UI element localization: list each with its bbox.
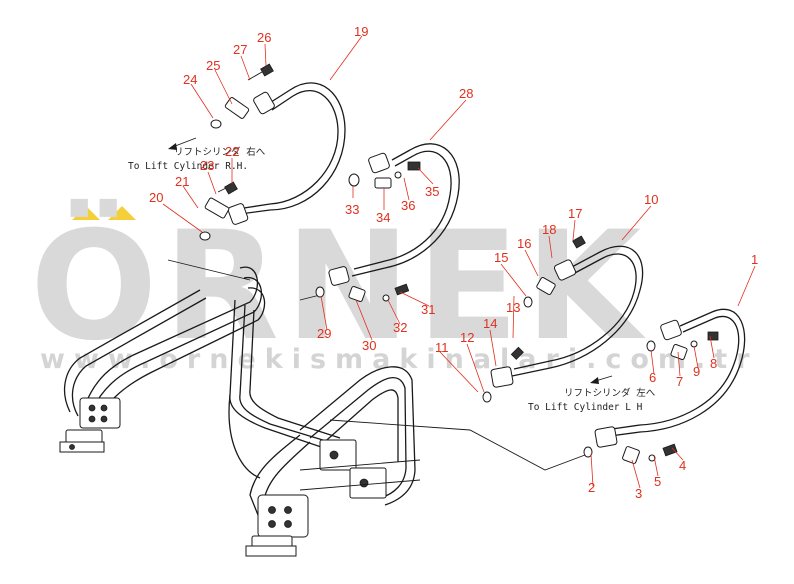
- callout-36: 36: [401, 198, 415, 213]
- callout-12: 12: [460, 330, 474, 345]
- callout-26: 26: [257, 30, 271, 45]
- frame-piping: [63, 259, 586, 523]
- watermark-accent-left: [72, 206, 100, 220]
- watermark-url: www.ornekismakinalari.com.tr: [40, 344, 759, 375]
- callout-31: 31: [421, 302, 435, 317]
- direction-arrows: [168, 137, 613, 384]
- center-junction-block: [299, 439, 421, 499]
- callout-28: 28: [459, 86, 473, 101]
- note-lh-en: To Lift Cylinder L H: [528, 402, 643, 413]
- callout-3: 3: [635, 486, 642, 501]
- callout-33: 33: [345, 202, 359, 217]
- callout-24: 24: [183, 72, 197, 87]
- callout-16: 16: [517, 236, 531, 251]
- left-valve-block: [59, 397, 121, 453]
- callout-14: 14: [483, 316, 497, 331]
- callout-17: 17: [568, 206, 582, 221]
- callout-22: 22: [225, 144, 239, 159]
- callout-4: 4: [679, 458, 686, 473]
- callout-7: 7: [676, 374, 683, 389]
- flange-top-left: [199, 63, 274, 241]
- callout-30: 30: [362, 338, 376, 353]
- callout-34: 34: [376, 210, 390, 225]
- callout-8: 8: [710, 356, 717, 371]
- hose-10: [482, 235, 644, 403]
- callout-19: 19: [354, 24, 368, 39]
- callout-29: 29: [317, 326, 331, 341]
- callout-5: 5: [654, 474, 661, 489]
- lower-valve-block: [245, 494, 309, 557]
- leader-lines: [162, 35, 756, 489]
- note-rh-jp: リフトシリンダ 右へ: [174, 146, 266, 158]
- callout-10: 10: [644, 192, 658, 207]
- callout-18: 18: [542, 222, 556, 237]
- callout-9: 9: [693, 364, 700, 379]
- callout-1: 1: [751, 252, 758, 267]
- note-rh-en: To Lift Cylinder R.H.: [128, 161, 248, 172]
- callout-35: 35: [425, 184, 439, 199]
- callout-numbers: 1 2 3 4 5 6 7 8 9 10 11 12 13 14 15 16 1…: [149, 24, 758, 501]
- callout-13: 13: [506, 300, 520, 315]
- hose-28: [315, 143, 460, 302]
- callout-23: 23: [200, 158, 214, 173]
- callout-27: 27: [233, 42, 247, 57]
- callout-25: 25: [206, 58, 220, 73]
- callout-6: 6: [649, 370, 656, 385]
- callout-20: 20: [149, 190, 163, 205]
- watermark-accent-right: [108, 206, 136, 220]
- callout-21: 21: [175, 174, 189, 189]
- callout-32: 32: [393, 320, 407, 335]
- callout-2: 2: [588, 480, 595, 495]
- note-lh-jp: リフトシリンダ 左へ: [564, 387, 656, 399]
- callout-11: 11: [435, 340, 449, 355]
- hose-19: [227, 82, 346, 225]
- hose-1: [583, 308, 746, 464]
- callout-15: 15: [494, 250, 508, 265]
